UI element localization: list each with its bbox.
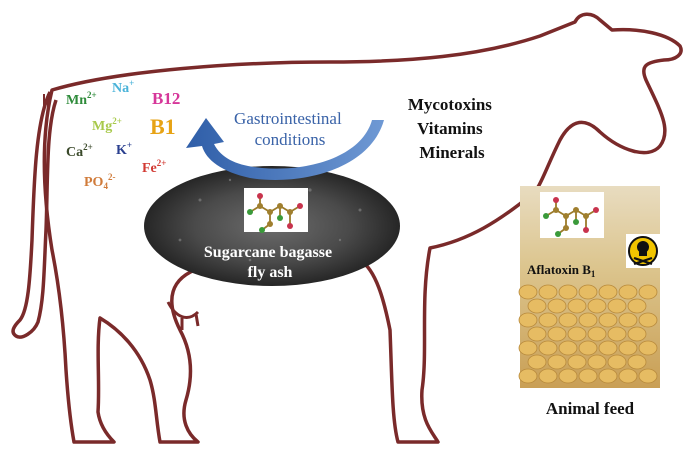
soybean — [558, 284, 578, 300]
list-item-minerals: Minerals — [419, 143, 485, 162]
soybean — [538, 368, 558, 384]
soybean — [558, 368, 578, 384]
soybean — [618, 368, 638, 384]
feed-molecule-box — [540, 192, 604, 238]
soybean — [567, 354, 587, 370]
cow-udder — [166, 301, 200, 330]
soybean — [618, 312, 638, 328]
soybean — [578, 312, 598, 328]
soybean — [607, 326, 627, 342]
soybean — [547, 326, 567, 342]
vitamin-b1: B1 — [150, 114, 176, 139]
soybean — [587, 326, 607, 342]
soybean — [527, 354, 547, 370]
cow-outline — [42, 12, 683, 444]
fly-ash-label-line-1: Sugarcane bagasse — [204, 244, 332, 261]
soybean — [578, 284, 598, 300]
soybean — [627, 326, 647, 342]
soybean — [547, 298, 567, 314]
soybean — [527, 298, 547, 314]
mineral-ions: Mn2+ Na+ Mg2+ Ca2+ K+ Fe2+ PO42- — [66, 78, 166, 191]
soybean — [638, 284, 658, 300]
soybean — [598, 284, 618, 300]
soybean — [518, 284, 538, 300]
soybean — [598, 368, 618, 384]
soybean — [567, 326, 587, 342]
soybean — [567, 298, 587, 314]
soybean — [598, 312, 618, 328]
soybean — [518, 340, 538, 356]
fly-ash-label-line-2: fly ash — [248, 264, 293, 281]
soybean — [627, 298, 647, 314]
process-label-line-2: conditions — [255, 130, 326, 149]
soybean — [578, 340, 598, 356]
fly-ash-label: Sugarcane bagasse fly ash — [204, 244, 336, 281]
soybean — [518, 368, 538, 384]
cow-tail — [11, 91, 58, 339]
gastrointestinal-arrow — [186, 118, 384, 180]
soybean — [618, 284, 638, 300]
aflatoxin-label: Aflatoxin B1 — [527, 262, 596, 279]
soybean — [538, 340, 558, 356]
skull-crossbones-icon — [626, 234, 660, 268]
animal-feed-photo: Aflatoxin B1 — [518, 186, 660, 388]
list-item-vitamins: Vitamins — [417, 119, 483, 138]
soybean — [558, 312, 578, 328]
soybean — [607, 298, 627, 314]
soybean — [598, 340, 618, 356]
soybean — [627, 354, 647, 370]
soybean — [618, 340, 638, 356]
soybean — [638, 340, 658, 356]
ion-k: K+ — [116, 140, 132, 158]
soybean — [638, 312, 658, 328]
soybean — [518, 312, 538, 328]
cow-tail-stripes — [43, 94, 49, 108]
ash-texture — [178, 173, 362, 262]
soybean-texture — [518, 284, 658, 384]
ion-ca: Ca2+ — [66, 142, 93, 160]
ion-mn: Mn2+ — [66, 90, 97, 108]
vitamin-b12: B12 — [152, 89, 180, 108]
process-label: Gastrointestinal conditions — [234, 109, 346, 149]
soybean — [607, 354, 627, 370]
soybean — [578, 368, 598, 384]
soybean — [587, 298, 607, 314]
animal-feed-label: Animal feed — [546, 399, 635, 418]
ion-na: Na+ — [112, 78, 134, 96]
ion-mg: Mg2+ — [92, 116, 122, 134]
soybean — [638, 368, 658, 384]
soybean — [587, 354, 607, 370]
soybean — [547, 354, 567, 370]
soybean — [538, 284, 558, 300]
ion-fe: Fe2+ — [142, 158, 166, 176]
soybean — [558, 340, 578, 356]
ion-po: PO42- — [84, 172, 115, 191]
process-label-line-1: Gastrointestinal — [234, 109, 342, 128]
soybean — [538, 312, 558, 328]
list-item-mycotoxins: Mycotoxins — [408, 95, 492, 114]
released-components-list: Mycotoxins Vitamins Minerals — [408, 95, 496, 162]
soybean — [527, 326, 547, 342]
